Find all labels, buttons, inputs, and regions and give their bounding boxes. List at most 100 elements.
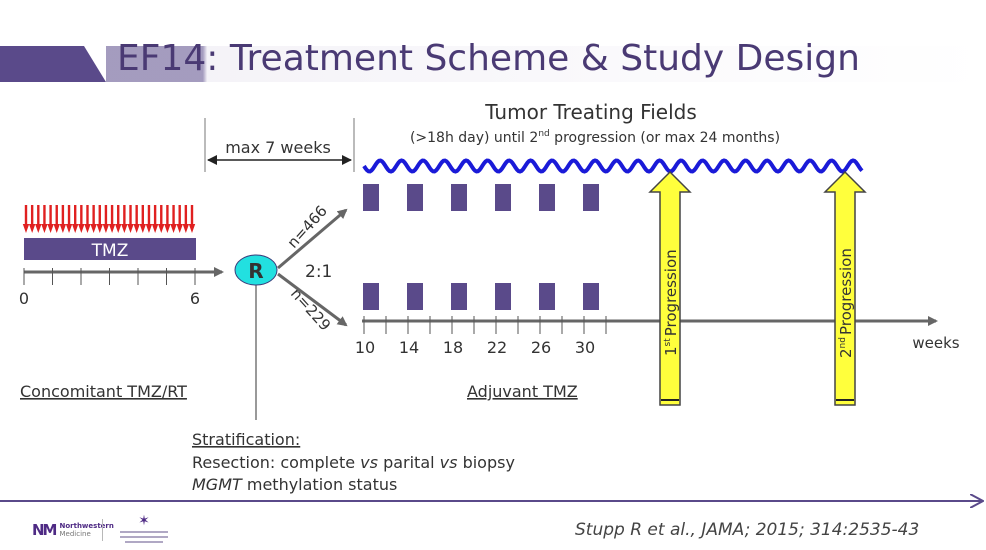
adjuvant-week-ticks — [363, 316, 607, 334]
red-arrow-head — [22, 224, 30, 233]
red-arrow-head — [145, 224, 153, 233]
tmz-label: TMZ — [91, 241, 129, 261]
arm-upper-line — [277, 208, 348, 270]
logo-words: Northwestern Medicine — [59, 522, 113, 538]
ttf-subtitle-sup: nd — [538, 129, 549, 139]
ttf-title: Tumor Treating Fields — [484, 100, 696, 124]
tmz-cycle-lower — [583, 283, 599, 310]
citation: Stupp R et al., JAMA; 2015; 314:2535-43 — [575, 520, 920, 540]
red-arrow-head — [170, 224, 177, 233]
randomization-circle — [234, 254, 278, 286]
red-arrow-head — [28, 224, 36, 233]
lurie-cancer-center-logo: ✶ — [118, 514, 170, 546]
mgmt-suffix: methylation status — [242, 475, 398, 494]
red-arrow-head — [151, 224, 159, 233]
second-progression-arrow: 2nd Progression — [823, 170, 867, 406]
first-progression-label: 1st Progression — [662, 249, 680, 356]
axis-start-label: 0 — [19, 289, 29, 308]
lurie-text-line-3 — [125, 541, 163, 543]
weeks-unit-label: weeks — [912, 334, 959, 352]
logo-text-2: Medicine — [59, 530, 91, 538]
red-arrow-head — [102, 224, 110, 233]
lurie-text-line-1 — [120, 531, 168, 533]
resection-vs-2: vs — [440, 453, 458, 472]
concomitant-ticks — [23, 268, 196, 285]
red-arrow-head — [47, 224, 54, 233]
tmz-cycle-upper — [451, 184, 467, 211]
mgmt-term: MGMT — [192, 475, 243, 494]
title-bar — [0, 46, 986, 82]
lurie-star-icon: ✶ — [138, 513, 150, 529]
second-progression-num: 2 — [837, 348, 855, 358]
title-bar-accent — [0, 46, 106, 82]
second-progression-shape — [823, 170, 867, 406]
logo-mark: NM — [32, 521, 58, 539]
red-arrow-head — [188, 224, 196, 233]
tmz-cycle-lower — [363, 283, 379, 310]
red-arrow-head — [108, 224, 116, 233]
red-arrow-head — [71, 224, 79, 233]
tmz-cycle-lower — [407, 283, 423, 310]
red-arrow-head — [127, 224, 134, 233]
ttf-wave — [362, 158, 864, 174]
tmz-cycle-upper — [539, 184, 555, 211]
first-progression-num: 1 — [662, 346, 680, 356]
slide-title: EF14: Treatment Scheme & Study Design — [117, 38, 860, 79]
tmz-cycle-upper — [363, 184, 379, 211]
stratification-mgmt: MGMT methylation status — [192, 475, 397, 494]
week-label: 18 — [443, 338, 463, 357]
northwestern-medicine-logo: NM Northwestern Medicine — [32, 519, 114, 541]
ttf-subtitle: (>18h day) until 2nd progression (or max… — [410, 129, 780, 146]
red-arrow-head — [158, 224, 165, 233]
resection-mid: parital — [378, 453, 440, 472]
stratification-heading: Stratification: — [192, 430, 300, 449]
max-weeks-label: max 7 weeks — [225, 138, 331, 157]
week-label: 22 — [487, 338, 507, 357]
red-arrow-head — [139, 224, 147, 233]
first-progression-shape — [648, 170, 692, 406]
logo-divider — [102, 519, 103, 541]
concomitant-caption: Concomitant TMZ/RT — [20, 382, 187, 401]
red-arrow-head — [133, 224, 140, 233]
first-progression-sup: st — [663, 338, 673, 347]
first-progression-word: Progression — [662, 249, 680, 336]
second-progression-sup: nd — [838, 337, 848, 348]
logo-text-1: Northwestern — [59, 522, 114, 530]
red-arrow-head — [90, 224, 97, 233]
title-bar-fade — [106, 46, 986, 82]
week-label: 26 — [531, 338, 551, 357]
red-arrow-head — [65, 224, 73, 233]
ttf-subtitle-suffix: progression (or max 24 months) — [550, 130, 780, 146]
red-arrow-head — [41, 224, 48, 233]
week-label: 30 — [575, 338, 595, 357]
red-arrow-head — [115, 224, 122, 233]
axis-end-label: 6 — [190, 289, 200, 308]
red-arrow-head — [182, 224, 190, 233]
adjuvant-cycles-upper — [363, 184, 599, 211]
tmz-cycle-upper — [407, 184, 423, 211]
lurie-text-line-2 — [120, 536, 168, 538]
resection-vs-1: vs — [360, 453, 378, 472]
second-progression-label: 2nd Progression — [837, 248, 855, 358]
red-arrow-head — [59, 224, 67, 233]
tmz-cycle-lower — [539, 283, 555, 310]
ttf-subtitle-prefix: (>18h day) until 2 — [410, 130, 538, 146]
resection-prefix: Resection: complete — [192, 453, 360, 472]
adjuvant-caption: Adjuvant TMZ — [467, 382, 578, 401]
tmz-cycle-upper — [583, 184, 599, 211]
red-arrow-head — [121, 224, 128, 233]
second-progression-word: Progression — [837, 248, 855, 335]
red-arrow-head — [164, 224, 171, 233]
red-arrow-head — [84, 224, 91, 233]
red-arrow-head — [78, 224, 85, 233]
stratification-resection: Resection: complete vs parital vs biopsy — [192, 453, 515, 472]
resection-suffix: biopsy — [457, 453, 514, 472]
first-progression-arrow: 1st Progression — [648, 170, 692, 406]
adjuvant-cycles-lower — [363, 283, 599, 310]
daily-tmz-arrows — [22, 205, 196, 233]
tmz-cycle-lower — [451, 283, 467, 310]
red-arrow-head — [35, 224, 42, 233]
red-arrow-head — [176, 224, 183, 233]
